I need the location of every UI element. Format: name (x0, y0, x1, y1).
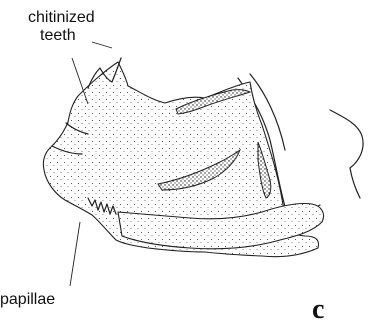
teeth-leader-b (92, 42, 112, 48)
papillae-leader (70, 222, 80, 286)
panel-letter: c (312, 294, 324, 325)
label-teeth: teeth (40, 27, 76, 44)
label-papillae: papillae (0, 291, 55, 308)
label-chitinized: chitinized (28, 9, 95, 26)
